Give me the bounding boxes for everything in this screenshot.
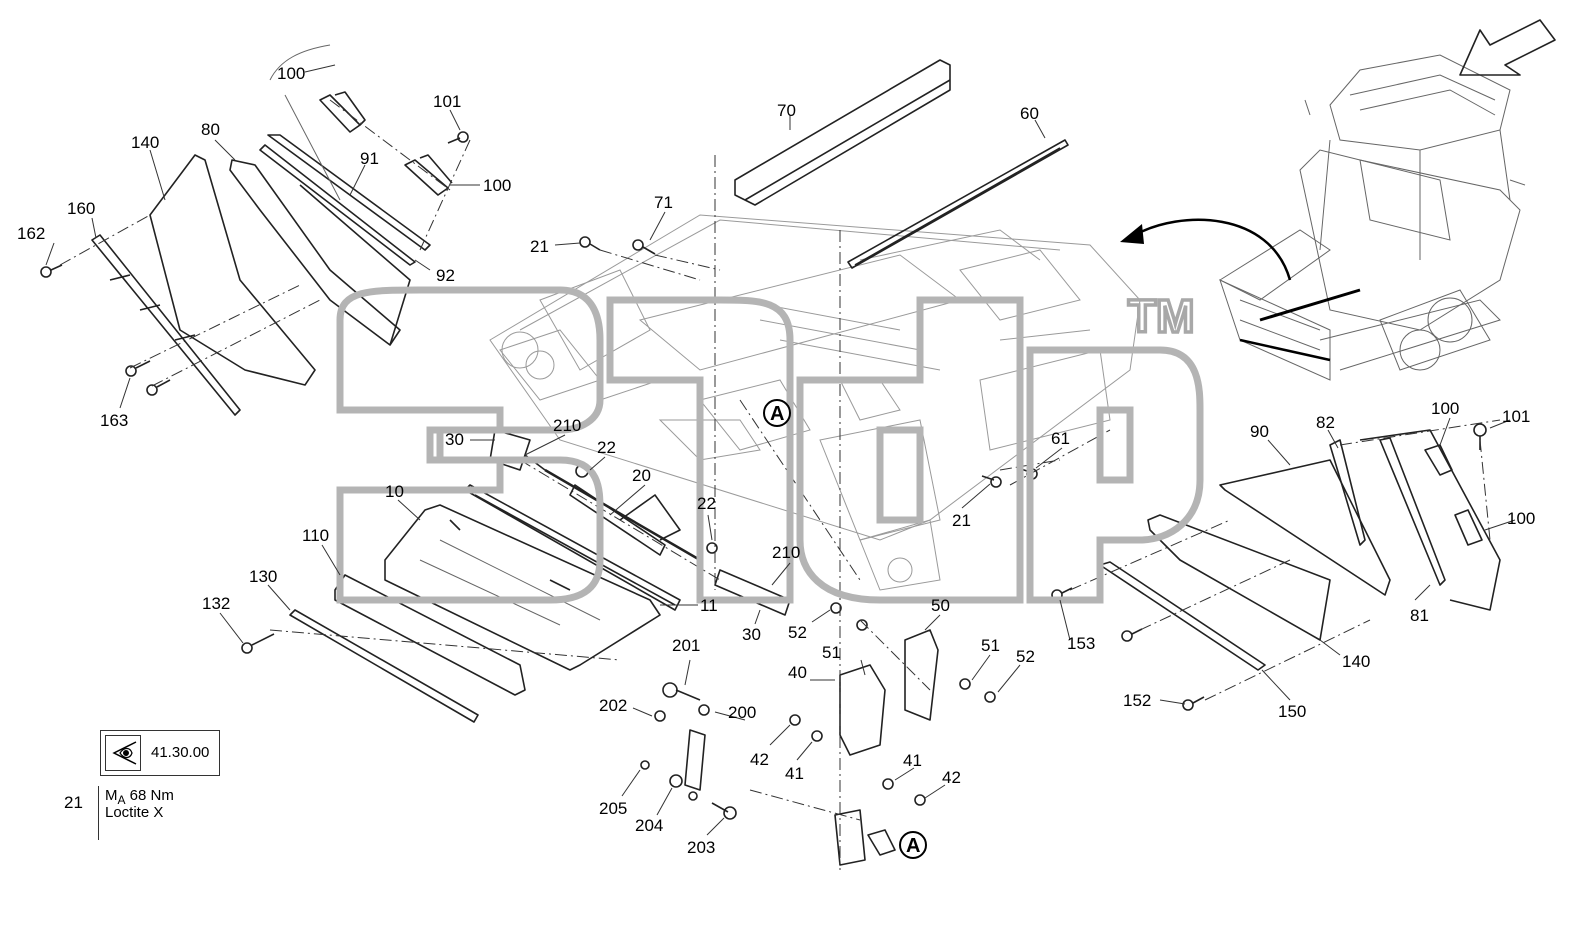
callout-21: 21 — [530, 237, 549, 256]
callout-210: 210 — [553, 416, 581, 435]
callout-130: 130 — [249, 567, 277, 586]
view-marker-a-lower: A — [899, 831, 927, 859]
callout-204: 204 — [635, 816, 663, 835]
callout-41: 41 — [903, 751, 922, 770]
hinges-right — [1424, 423, 1487, 546]
callout-162: 162 — [17, 224, 45, 243]
front-cover-detail — [419, 539, 601, 626]
callout-22: 22 — [597, 438, 616, 457]
callout-100: 100 — [1507, 509, 1535, 528]
strut-200 — [640, 682, 737, 820]
view-direction-arrow — [1459, 19, 1556, 76]
callout-150: 150 — [1278, 702, 1306, 721]
callout-71: 71 — [654, 193, 673, 212]
svg-text:A: A — [906, 835, 920, 857]
bolt-132 — [241, 633, 275, 654]
callout-140: 140 — [131, 133, 159, 152]
bolts-right — [981, 467, 1205, 711]
callout-101: 101 — [1502, 407, 1530, 426]
bolts-center-top — [579, 236, 656, 255]
callout-61: 61 — [1051, 429, 1070, 448]
callout-42: 42 — [942, 768, 961, 787]
callout-91: 91 — [360, 149, 379, 168]
callout-20: 20 — [632, 466, 651, 485]
torque-symbol: M — [105, 787, 118, 804]
callout-10: 10 — [385, 482, 404, 501]
callout-41: 41 — [785, 764, 804, 783]
top-rails — [734, 59, 1069, 269]
callout-152: 152 — [1123, 691, 1151, 710]
callout-labels: 100 101 140 80 91 100 160 162 92 163 70 … — [17, 64, 1535, 857]
chassis-frame — [489, 214, 1141, 591]
callout-163: 163 — [100, 411, 128, 430]
right-side-plates — [1099, 429, 1501, 671]
callout-11: 11 — [700, 596, 718, 615]
callout-40: 40 — [788, 663, 807, 682]
callout-100: 100 — [1431, 399, 1459, 418]
callout-51: 51 — [981, 636, 1000, 655]
torque-note: MA 68 Nm — [105, 788, 174, 808]
hinge-wire — [269, 44, 341, 201]
callout-90: 90 — [1250, 422, 1269, 441]
callout-100: 100 — [277, 64, 305, 83]
callout-200: 200 — [728, 703, 756, 722]
torque-value: 68 Nm — [125, 787, 174, 804]
callout-201: 201 — [672, 636, 700, 655]
callout-210: 210 — [772, 543, 800, 562]
callout-52: 52 — [788, 623, 807, 642]
callout-160: 160 — [67, 199, 95, 218]
curved-arrow — [1120, 218, 1292, 281]
adhesive-note: Loctite X — [105, 804, 164, 821]
callout-205: 205 — [599, 799, 627, 818]
callout-leaders — [45, 64, 1516, 836]
left-side-plates — [91, 134, 431, 416]
callout-110: 110 — [302, 526, 329, 545]
callout-51: 51 — [822, 643, 841, 662]
watermark-trademark: TM — [1128, 290, 1194, 342]
machine-overview — [1218, 54, 1526, 381]
reference-code: 41.30.00 — [151, 744, 210, 761]
torque-subscript: A — [117, 793, 126, 807]
lower-brackets — [834, 629, 939, 866]
note-item-number: 21 — [64, 793, 83, 812]
callout-132: 132 — [202, 594, 230, 613]
assembly-lines — [59, 99, 1501, 870]
callout-22: 22 — [697, 494, 716, 513]
callout-153: 153 — [1067, 634, 1095, 653]
watermark — [336, 286, 1204, 604]
callout-100: 100 — [483, 176, 511, 195]
callout-82: 82 — [1316, 413, 1335, 432]
callout-70: 70 — [777, 101, 796, 120]
svg-text:A: A — [770, 403, 784, 425]
eye-icon — [105, 735, 141, 771]
callout-202: 202 — [599, 696, 627, 715]
bolts-left — [40, 264, 171, 396]
callout-30: 30 — [445, 430, 464, 449]
callout-42: 42 — [750, 750, 769, 769]
washers-bolts-lower — [789, 602, 996, 806]
callout-81: 81 — [1410, 606, 1429, 625]
callout-101: 101 — [433, 92, 461, 111]
view-marker-a-upper: A — [763, 399, 791, 427]
callout-50: 50 — [931, 596, 950, 615]
reference-box: 41.30.00 — [100, 730, 220, 776]
callout-92: 92 — [436, 266, 455, 285]
note-divider — [98, 786, 99, 840]
front-cover-plates — [289, 484, 681, 723]
callout-140: 140 — [1342, 652, 1370, 671]
callout-80: 80 — [201, 120, 220, 139]
callout-21: 21 — [952, 511, 971, 530]
callout-30: 30 — [742, 625, 761, 644]
callout-60: 60 — [1020, 104, 1039, 123]
callout-52: 52 — [1016, 647, 1035, 666]
callout-203: 203 — [687, 838, 715, 857]
